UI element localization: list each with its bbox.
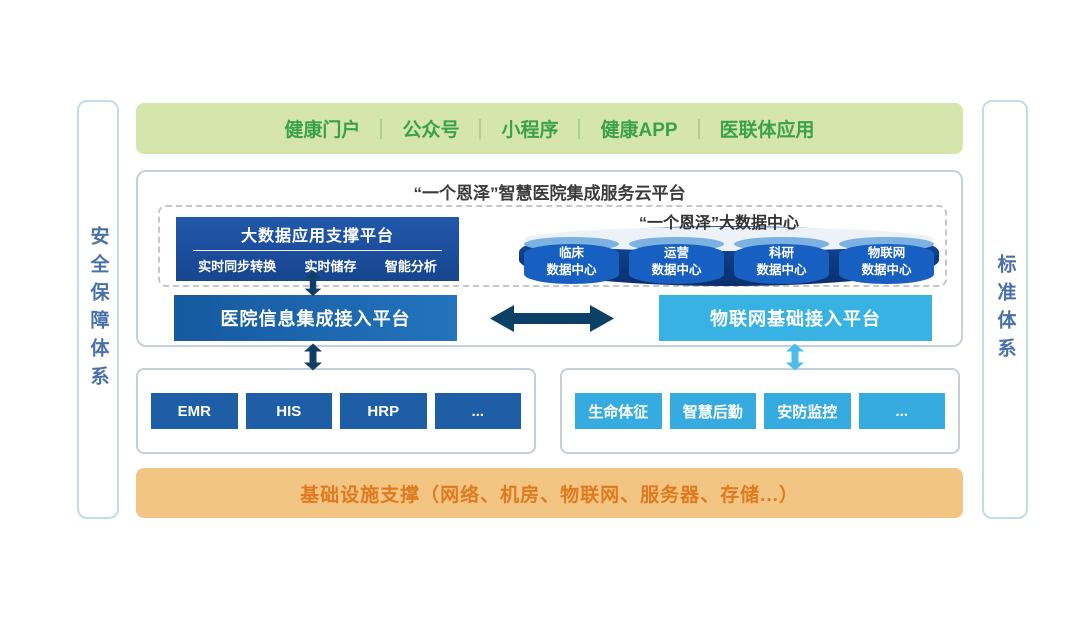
divider bbox=[479, 118, 482, 139]
cloud-platform-container: “一个恩泽”智慧医院集成服务云平台 大数据应用支撑平台 实时同步转换 实时储存 … bbox=[136, 170, 963, 347]
clinical-data-center-label: 临床 数据中心 bbox=[524, 237, 619, 284]
cloud-platform-title: “一个恩泽”智慧医院集成服务云平台 bbox=[413, 184, 686, 203]
cylinder-body bbox=[839, 244, 934, 284]
channel-health-portal: 健康门户 bbox=[284, 120, 361, 141]
data-center-list: 临床 数据中心 运营 数据中心 bbox=[519, 237, 939, 284]
operation-data-center-cylinder: 运营 数据中心 bbox=[629, 237, 724, 284]
bigdata-app-platform-title: 大数据应用支撑平台 bbox=[240, 228, 394, 245]
data-center-title: “一个恩泽”大数据中心 bbox=[638, 215, 799, 232]
system-emr: EMR bbox=[151, 393, 238, 429]
divider bbox=[697, 118, 700, 139]
infrastructure-label: 基础设施支撑（网络、机房、物联网、服务器、存储...） bbox=[300, 484, 799, 506]
divider bbox=[380, 118, 383, 139]
system-smart-logistics: 智慧后勤 bbox=[669, 393, 756, 429]
security-system-bar: 安全保障体系 bbox=[77, 100, 119, 519]
label-line: 科研 bbox=[768, 246, 794, 261]
cylinder-body bbox=[524, 244, 619, 284]
system-hrp: HRP bbox=[340, 393, 427, 429]
iot-access-platform: 物联网基础接入平台 bbox=[659, 295, 932, 341]
vertical-double-arrow-icon bbox=[304, 271, 322, 296]
system-security-monitoring: 安防监控 bbox=[764, 393, 851, 429]
security-system-label: 安全保障体系 bbox=[87, 225, 109, 394]
operation-data-center-label: 运营 数据中心 bbox=[629, 237, 724, 284]
research-data-center-cylinder: 科研 数据中心 bbox=[734, 237, 829, 284]
hospital-systems-container: EMR HIS HRP ... bbox=[136, 368, 536, 454]
system-more: ... bbox=[858, 393, 945, 429]
label-line: 数据中心 bbox=[651, 262, 702, 277]
bigdata-functions: 实时同步转换 实时储存 智能分析 bbox=[176, 251, 459, 275]
vertical-double-arrow-icon bbox=[304, 343, 322, 371]
cylinder-body bbox=[629, 244, 724, 284]
clinical-data-center-cylinder: 临床 数据中心 bbox=[524, 237, 619, 284]
big-data-dashed-group: 大数据应用支撑平台 实时同步转换 实时储存 智能分析 “一个恩泽”大数据中心 bbox=[158, 205, 947, 287]
channel-mini-program: 小程序 bbox=[501, 120, 559, 141]
function-realtime-sync: 实时同步转换 bbox=[198, 259, 277, 274]
hospital-integration-platform: 医院信息集成接入平台 bbox=[174, 295, 457, 341]
channel-official-account: 公众号 bbox=[402, 120, 460, 141]
iot-data-center-cylinder: 物联网 数据中心 bbox=[839, 237, 934, 284]
iot-systems-container: 生命体征 智慧后勤 安防监控 ... bbox=[560, 368, 960, 454]
label-line: 数据中心 bbox=[756, 262, 807, 277]
system-vital-signs: 生命体征 bbox=[575, 393, 662, 429]
label-line: 运营 bbox=[663, 246, 689, 261]
bigdata-app-platform: 大数据应用支撑平台 实时同步转换 实时储存 智能分析 bbox=[176, 217, 459, 281]
cylinder-body bbox=[734, 244, 829, 284]
horizontal-double-arrow-icon bbox=[490, 305, 614, 332]
channel-health-app: 健康APP bbox=[600, 120, 678, 141]
standard-system-label: 标准体系 bbox=[994, 253, 1016, 366]
label-line: 物联网 bbox=[867, 246, 906, 261]
access-channels-bar: 健康门户 公众号 小程序 健康APP 医联体应用 bbox=[136, 103, 963, 154]
data-center-cylinder: 临床 数据中心 运营 数据中心 bbox=[519, 226, 939, 286]
infrastructure-bar: 基础设施支撑（网络、机房、物联网、服务器、存储...） bbox=[136, 468, 963, 518]
divider bbox=[192, 250, 443, 251]
iot-data-center-label: 物联网 数据中心 bbox=[839, 237, 934, 284]
label-line: 数据中心 bbox=[861, 262, 912, 277]
label-line: 临床 bbox=[558, 246, 584, 261]
research-data-center-label: 科研 数据中心 bbox=[734, 237, 829, 284]
divider bbox=[578, 118, 581, 139]
label-line: 数据中心 bbox=[546, 262, 597, 277]
function-realtime-storage: 实时储存 bbox=[304, 259, 357, 274]
standard-system-bar: 标准体系 bbox=[982, 100, 1028, 519]
vertical-double-arrow-icon bbox=[786, 343, 804, 371]
system-more: ... bbox=[434, 393, 521, 429]
function-intelligent-analysis: 智能分析 bbox=[384, 259, 437, 274]
channel-alliance-app: 医联体应用 bbox=[719, 120, 815, 141]
system-his: HIS bbox=[245, 393, 332, 429]
